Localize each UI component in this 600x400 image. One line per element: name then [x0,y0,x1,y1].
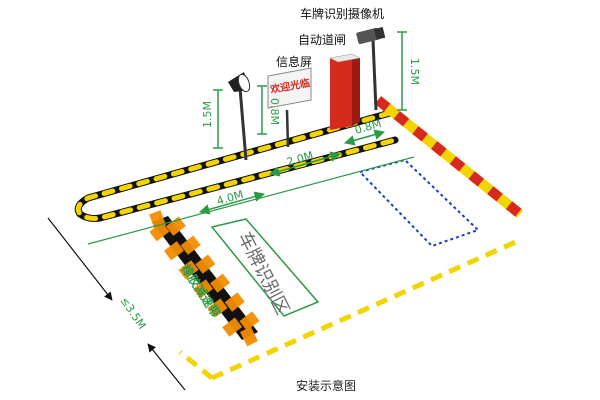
barrier-arm [374,96,524,218]
dimension-light-height [213,89,223,149]
lamp-post [228,72,251,161]
dimension-lane-offset [268,151,342,177]
gate-cabinet [329,53,361,130]
diagram-caption: 安装示意图 [296,378,356,393]
camera-unit [356,26,386,111]
display-screen [267,67,312,148]
display-screen-label: 信息屏 [276,54,312,69]
dimension-camera-height [397,31,407,111]
island-curb [74,109,399,222]
dimension-light-height-label: 1.5M [201,101,214,128]
dimension-gate-offset [343,129,386,146]
speed-bump [139,206,271,351]
camera-label: 车牌识别摄像机 [300,6,384,21]
dimension-screen-height [257,85,267,135]
dimension-recognition-distance [87,156,415,245]
dimension-lane-width-label: ≤3.5M [118,294,149,331]
recognition-zone [210,218,320,317]
gate-label: 自动道闸 [298,33,346,47]
detection-zone [358,158,480,248]
lane-boundary [178,237,522,381]
dimension-lane-width [47,217,186,391]
dimension-screen-height-label: 0.8M [268,98,281,125]
dimension-recognition-distance-label: 4.0M [215,188,245,208]
dimension-camera-height-label: 1.5M [408,58,421,85]
